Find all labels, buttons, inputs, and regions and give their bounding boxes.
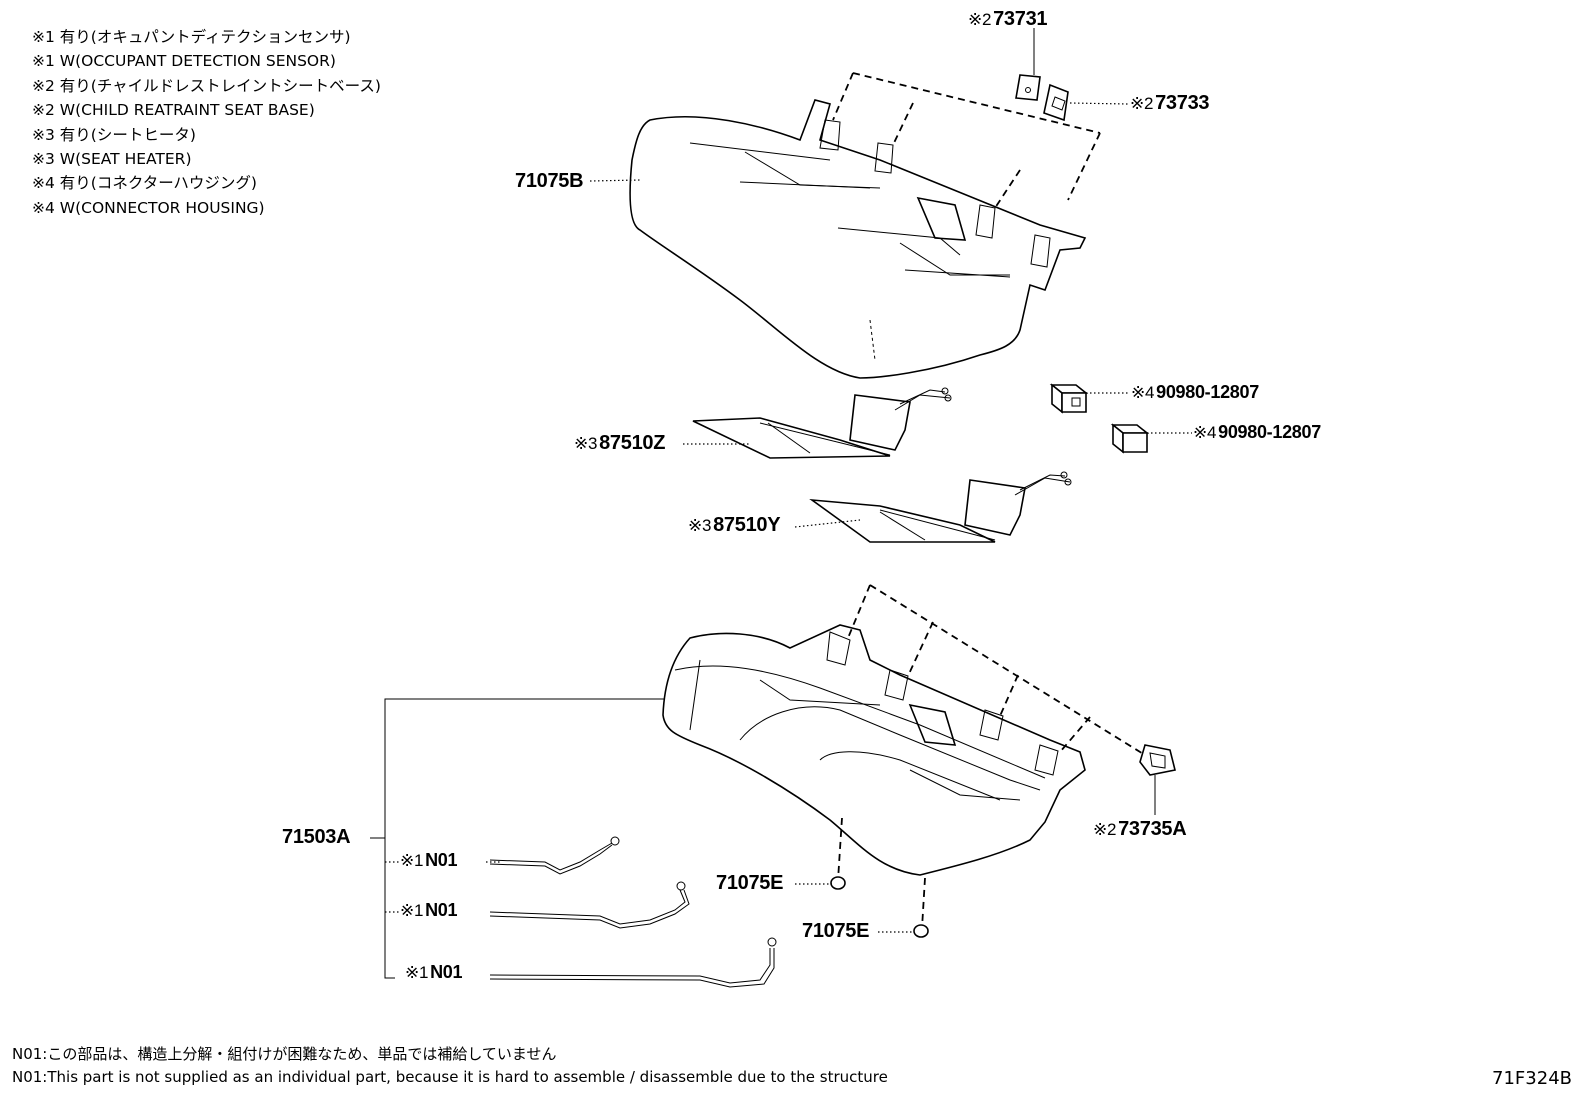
part-number: 90980-12807 [1156,382,1259,402]
seat-cushion-illustration [662,584,1146,938]
legend-line: ※4 有り(コネクターハウジング) [32,174,257,193]
callout-mark: ※3 [688,516,712,535]
part-number: 71075E [802,920,870,942]
part-number: N01 [425,850,458,870]
callout-71503a[interactable]: 71503A [282,826,351,849]
connector-housing-2 [1110,423,1150,454]
callout-mark: ※1 [400,851,424,870]
callout-71075e-2[interactable]: 71075E [802,920,869,943]
callout-mark: ※2 [1130,94,1154,113]
legend-line: ※4 W(CONNECTOR HOUSING) [32,198,265,217]
clip-73733 [1043,83,1069,122]
sensor-harness-1 [489,836,620,875]
part-number: 90980-12807 [1218,422,1321,442]
callout-mark: ※2 [968,10,992,29]
callout-71075e-1[interactable]: 71075E [716,872,783,895]
legend-line: ※2 有り(チャイルドレストレイントシートベース) [32,76,381,95]
seat-heater-87510z [692,387,952,459]
footnote-english: N01:This part is not supplied as an indi… [12,1068,888,1086]
callout-mark: ※4 [1131,383,1155,402]
drawing-id: 71F324B [1492,1068,1572,1089]
clip-73731 [1015,74,1041,101]
legend-line: ※3 W(SEAT HEATER) [32,150,192,169]
callout-71075b[interactable]: 71075B [515,170,584,193]
part-number: 73733 [1155,92,1210,114]
callout-mark: ※1 [400,901,424,920]
part-number: 71075B [515,170,584,192]
part-number: N01 [425,900,458,920]
legend-line: ※3 有り(シートヒータ) [32,125,196,144]
legend-line: ※2 W(CHILD REATRAINT SEAT BASE) [32,101,315,120]
part-number: 87510Y [713,514,781,536]
part-number: 71075E [716,872,784,894]
callout-mark: ※1 [405,963,429,982]
callout-mark: ※2 [1093,820,1117,839]
leader-lines [370,28,1192,979]
seat-back-illustration [629,72,1101,379]
callout-mark: ※4 [1193,423,1217,442]
sensor-harness-2 [489,881,690,929]
sensor-harness-3 [489,937,777,988]
legend-line: ※1 有り(オキュパントディテクションセンサ) [32,28,351,46]
part-number: N01 [430,962,463,982]
connector-housing-1 [1049,383,1089,414]
footnote-legend: ※1 有り(オキュパントディテクションセンサ) ※1 W(OCCUPANT DE… [32,25,381,220]
part-number: 73735A [1118,818,1187,840]
seat-heater-87510y [809,471,1072,543]
part-number: 87510Z [599,432,666,454]
footnote-japanese: N01:この部品は、構造上分解・組付けが困難なため、単品では補給していません [12,1045,557,1063]
part-number: 73731 [993,8,1048,30]
callout-mark: ※3 [574,434,598,453]
clip-73735a [1139,744,1176,776]
legend-line: ※1 W(OCCUPANT DETECTION SENSOR) [32,52,336,71]
part-number: 71503A [282,826,351,848]
